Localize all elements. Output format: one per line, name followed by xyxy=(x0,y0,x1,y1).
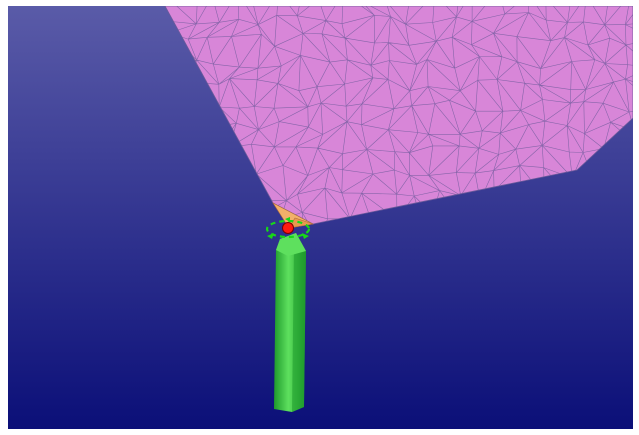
rod-tip xyxy=(276,233,306,256)
contact-marker[interactable] xyxy=(282,222,294,234)
handle-arrow-top[interactable] xyxy=(285,217,290,222)
rod-shadow-face xyxy=(292,246,306,412)
probe-rod[interactable] xyxy=(274,233,306,412)
selection-handles[interactable] xyxy=(265,217,311,239)
3d-scene[interactable] xyxy=(8,6,633,429)
handle-arrow-right[interactable] xyxy=(302,233,309,239)
3d-viewport[interactable] xyxy=(8,6,633,429)
handle-arrow-left[interactable] xyxy=(267,233,274,239)
dashed-ring-icon[interactable] xyxy=(265,219,311,239)
